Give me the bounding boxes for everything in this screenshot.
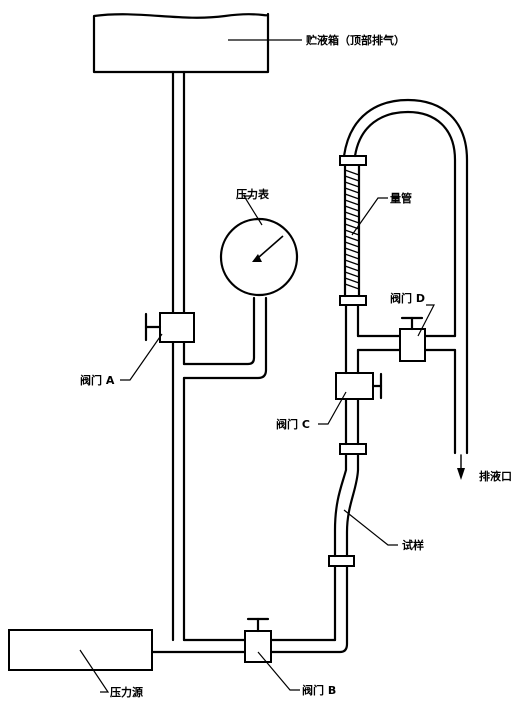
valve-b-label: 阀门 B	[302, 683, 336, 697]
valve-d-label: 阀门 D	[390, 291, 425, 305]
leader-burette	[351, 197, 388, 236]
leader-valve-d	[417, 304, 435, 337]
specimen-label: 试样	[402, 538, 424, 552]
specimen-right-wall	[345, 452, 360, 558]
leader-gauge	[242, 195, 263, 226]
valve-b	[244, 630, 272, 663]
burette-label: 量管	[390, 191, 412, 205]
valve-a	[159, 312, 195, 343]
drain-arrow-head	[457, 468, 465, 480]
specimen-left-wall	[333, 452, 348, 558]
bottom-pipe-bottom-wall-2	[269, 564, 349, 654]
reservoir-tank	[92, 12, 270, 74]
leader-valve-c	[318, 391, 347, 425]
burette-top-coupling	[339, 155, 367, 166]
u-tube-inner	[353, 110, 457, 338]
valve-a-label: 阀门 A	[80, 373, 115, 387]
burette-graduations	[344, 169, 360, 290]
drain-label: 排液口	[479, 469, 512, 483]
gauge-label: 压力表	[236, 187, 270, 201]
burette-base-coupling	[339, 295, 367, 306]
reservoir-label: 贮液箱（顶部排气）	[305, 33, 405, 47]
leader-valve-a	[120, 333, 163, 381]
pressure-source-label: 压力源	[110, 685, 143, 699]
gauge-needle-tip	[252, 254, 262, 262]
specimen-lower-coupling	[328, 555, 355, 567]
valve-c-label: 阀门 C	[276, 417, 310, 431]
gauge-branch-inner	[182, 296, 256, 366]
gauge-needle	[258, 235, 284, 258]
leader-specimen	[343, 509, 398, 546]
u-tube-outer	[342, 98, 469, 455]
valve-d	[399, 328, 426, 362]
leader-pressure-source	[79, 649, 110, 693]
leader-valve-b	[257, 651, 300, 691]
valve-c	[335, 372, 374, 400]
specimen-upper-coupling	[339, 443, 367, 455]
gauge-branch-outer	[182, 296, 268, 380]
